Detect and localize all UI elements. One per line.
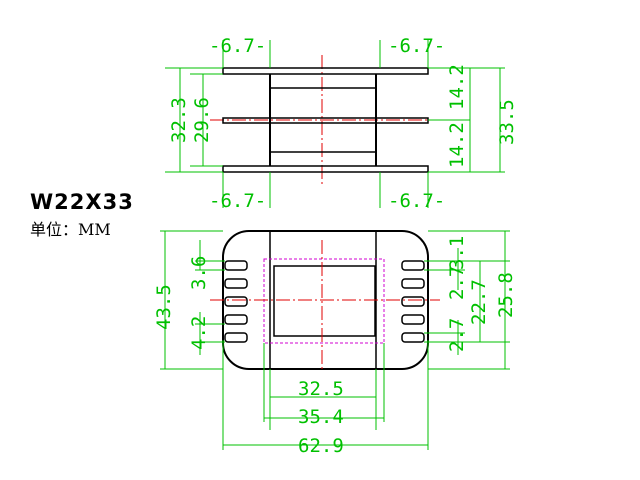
right-pin-3 [401,296,425,307]
dim-plan-right-bottom: 2.7 [446,318,468,352]
unit-label: 单位：MM [30,220,111,239]
dim-bottom-left-width: -6.7- [209,190,266,212]
dim-plan-pin-gap: 3.6 [188,256,210,290]
left-pin-4 [224,314,248,325]
right-pin-5 [401,332,425,343]
dim-plan-left-lower: 4.2 [188,316,210,350]
right-pin-1 [401,260,425,271]
left-pin-1 [224,260,248,271]
dim-side-overall-outer: 32.3 [168,97,190,143]
dim-side-right-overall: 33.5 [496,99,518,145]
plan-window [273,265,376,337]
left-pin-2 [224,278,248,289]
left-pin-5 [224,332,248,343]
dim-side-overall-inner: 29.6 [191,97,213,143]
plan-hidden-outline [263,258,385,344]
model-title: W22X33 [30,190,134,214]
dim-side-right-lower: 14.2 [446,122,468,168]
dim-plan-right-pin2: 3.1 [446,236,468,270]
dim-plan-right-outer: 25.8 [495,272,517,318]
right-pin-2 [401,278,425,289]
dim-side-right-upper: 14.2 [446,64,468,110]
dim-top-left-width: -6.7- [209,35,266,57]
dim-top-right-width: -6.7- [388,35,445,57]
dim-plan-width-inner: 32.5 [298,378,344,400]
dim-plan-width-overall: 62.9 [298,435,344,457]
bottom-flange [222,165,429,173]
top-flange [222,67,429,75]
right-pin-4 [401,314,425,325]
side-view: -6.7- -6.7- -6.7- -6.7- 32.3 29.6 14.2 1… [165,35,518,212]
dim-plan-right-pin: 2.7 [446,266,468,300]
dim-plan-width-mid: 35.4 [298,406,344,428]
dim-bottom-right-width: -6.7- [388,190,445,212]
dim-plan-height: 43.5 [153,284,175,330]
dim-plan-right-inner: 22.7 [468,279,490,325]
left-pin-3 [224,296,248,307]
plan-view: 43.5 3.6 4.2 2.7 3.1 22.7 25.8 25.8 2.7 … [153,230,517,457]
